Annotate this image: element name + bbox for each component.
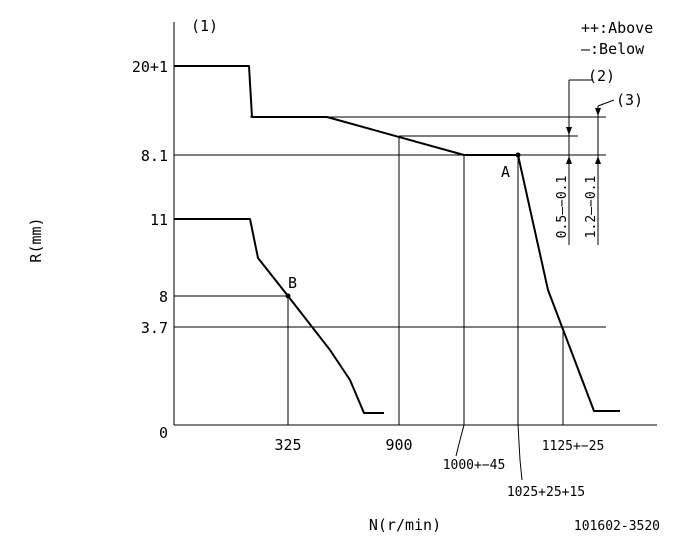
x-tick-900: 900 [385,436,412,454]
dim-arrow-2-up-icon [566,156,572,164]
leader-1025 [517,424,523,481]
x-tick-325: 325 [274,436,301,454]
lower-rack-curve [174,218,384,414]
upper-rack-curve [174,65,620,412]
y-tick-3-7: 3.7 [141,319,168,337]
y-tick-0: 0 [159,424,168,442]
legend-above: ++:Above [581,19,653,37]
y-axis-title: R(mm) [27,217,45,262]
dim-arrow-3-up-icon [595,156,601,164]
note-1-label: (1) [191,17,218,35]
point-b-label: B [288,274,297,292]
dim-arrow-3-down-icon [595,108,601,116]
legend-below: —:Below [581,40,645,58]
x-tick-1125: 1125+−25 [542,439,605,454]
point-a-marker [515,152,521,158]
y-tick-8: 8 [159,288,168,306]
note-2-label: (2) [588,67,615,85]
x-tick-1025: 1025+25+15 [507,485,585,500]
tolerance-3-label: 1.2—−0.1 [584,176,599,239]
note-3-label: (3) [616,91,643,109]
dim-leader-3 [597,99,615,107]
y-tick-11: 11 [150,211,168,229]
x-tick-1000: 1000+−45 [443,458,506,473]
y-tick-20: 20+1 [132,58,168,76]
dim-arrow-2-down-icon [566,127,572,135]
point-a-label: A [501,163,510,181]
drawing-number: 101602-3520 [574,519,660,534]
tolerance-2-label: 0.5—−0.1 [555,176,570,239]
leader-1000 [455,424,465,457]
x-axis-title: N(r/min) [369,516,441,534]
y-tick-8-1: 8.1 [141,147,168,165]
point-b-marker [285,293,291,299]
